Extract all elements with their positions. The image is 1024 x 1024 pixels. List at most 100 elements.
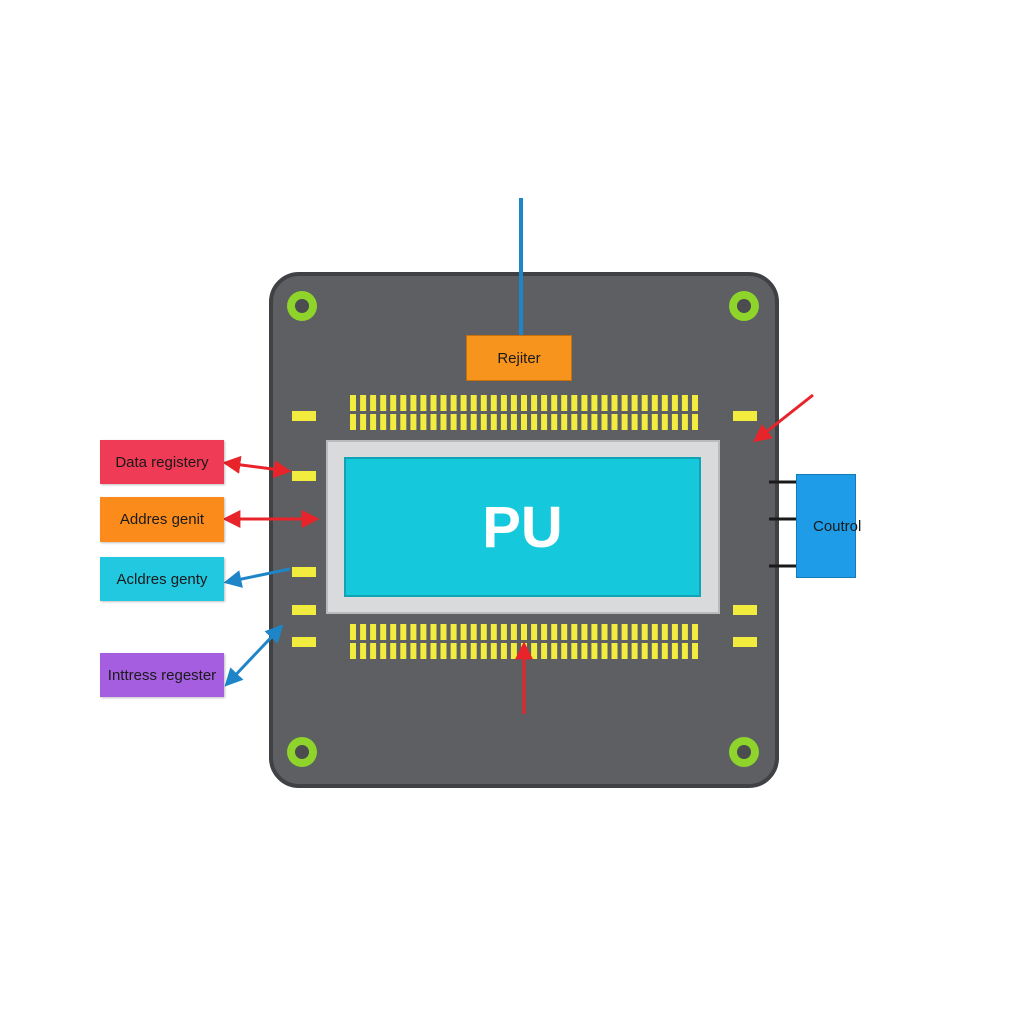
pin: [370, 414, 377, 430]
pin: [692, 643, 698, 659]
pin: [551, 643, 558, 659]
pin: [531, 624, 538, 640]
pin: [681, 395, 688, 411]
pin: [420, 395, 427, 411]
pin: [661, 395, 668, 411]
pin: [430, 414, 437, 430]
pin: [360, 624, 367, 640]
pin: [390, 624, 397, 640]
pin: [631, 643, 638, 659]
pin: [601, 414, 608, 430]
core-label: PU: [345, 458, 700, 596]
pin: [681, 643, 688, 659]
pad: [292, 411, 316, 421]
pin: [420, 624, 427, 640]
pin: [611, 414, 618, 430]
pin: [420, 643, 427, 659]
pin: [490, 643, 497, 659]
pin: [360, 395, 367, 411]
pin: [621, 414, 628, 430]
side-label-addres-genit: Addres genit: [100, 497, 224, 542]
pin: [400, 395, 407, 411]
pin: [641, 643, 648, 659]
pin: [561, 414, 568, 430]
pin: [611, 395, 618, 411]
pin: [510, 624, 517, 640]
pin: [611, 643, 618, 659]
top-register-label: Rejiter: [497, 349, 541, 367]
pin: [380, 624, 387, 640]
pin: [380, 414, 387, 430]
pin: [390, 643, 397, 659]
pin: [440, 414, 447, 430]
pin: [490, 414, 497, 430]
pin: [681, 414, 688, 430]
pin: [561, 643, 568, 659]
pin: [651, 414, 658, 430]
pin: [380, 395, 387, 411]
pin: [551, 624, 558, 640]
pin: [490, 624, 497, 640]
control-connector-lines: [769, 480, 796, 568]
control-box: Coutrol: [796, 474, 861, 578]
pin: [621, 624, 628, 640]
pin: [450, 624, 457, 640]
pin: [360, 643, 367, 659]
pin: [510, 395, 517, 411]
pin: [631, 414, 638, 430]
pin: [651, 395, 658, 411]
pin: [531, 643, 538, 659]
mount-hole-top-right: [729, 291, 759, 321]
arrow-inttress-regester: [224, 624, 284, 687]
pin: [400, 643, 407, 659]
pin: [430, 643, 437, 659]
pin: [631, 624, 638, 640]
pin: [370, 643, 377, 659]
pin: [651, 624, 658, 640]
pin-row-top: [350, 395, 698, 430]
pin: [370, 624, 377, 640]
core-die: [344, 457, 701, 597]
pin: [430, 624, 437, 640]
pin: [692, 414, 698, 430]
pin: [661, 643, 668, 659]
pin: [440, 624, 447, 640]
arrow-acldres-genty: [223, 567, 291, 588]
pin: [641, 624, 648, 640]
pin: [410, 624, 417, 640]
pin: [450, 395, 457, 411]
side-label-text: Acldres genty: [116, 570, 208, 588]
pin: [601, 624, 608, 640]
pin: [400, 624, 407, 640]
pin: [541, 643, 548, 659]
pin: [350, 643, 356, 659]
pin: [551, 395, 558, 411]
pin: [350, 414, 356, 430]
pin: [480, 624, 487, 640]
arrow-right-input: [753, 393, 814, 443]
pin: [661, 414, 668, 430]
pin: [450, 414, 457, 430]
side-label-acldres-genty: Acldres genty: [100, 557, 224, 601]
pin: [521, 414, 527, 430]
pin: [521, 395, 527, 411]
pin: [490, 395, 497, 411]
pin: [510, 643, 517, 659]
pin: [470, 414, 477, 430]
pin: [671, 624, 678, 640]
pin: [561, 395, 568, 411]
side-label-text: Inttress regester: [107, 666, 217, 684]
pin: [581, 395, 588, 411]
pin: [500, 624, 507, 640]
pin: [360, 414, 367, 430]
pin: [480, 395, 487, 411]
pin: [440, 395, 447, 411]
pin: [450, 643, 457, 659]
pin: [510, 414, 517, 430]
pin: [591, 624, 598, 640]
arrow-data-registery: [222, 455, 292, 479]
pin: [470, 643, 477, 659]
pin: [621, 643, 628, 659]
